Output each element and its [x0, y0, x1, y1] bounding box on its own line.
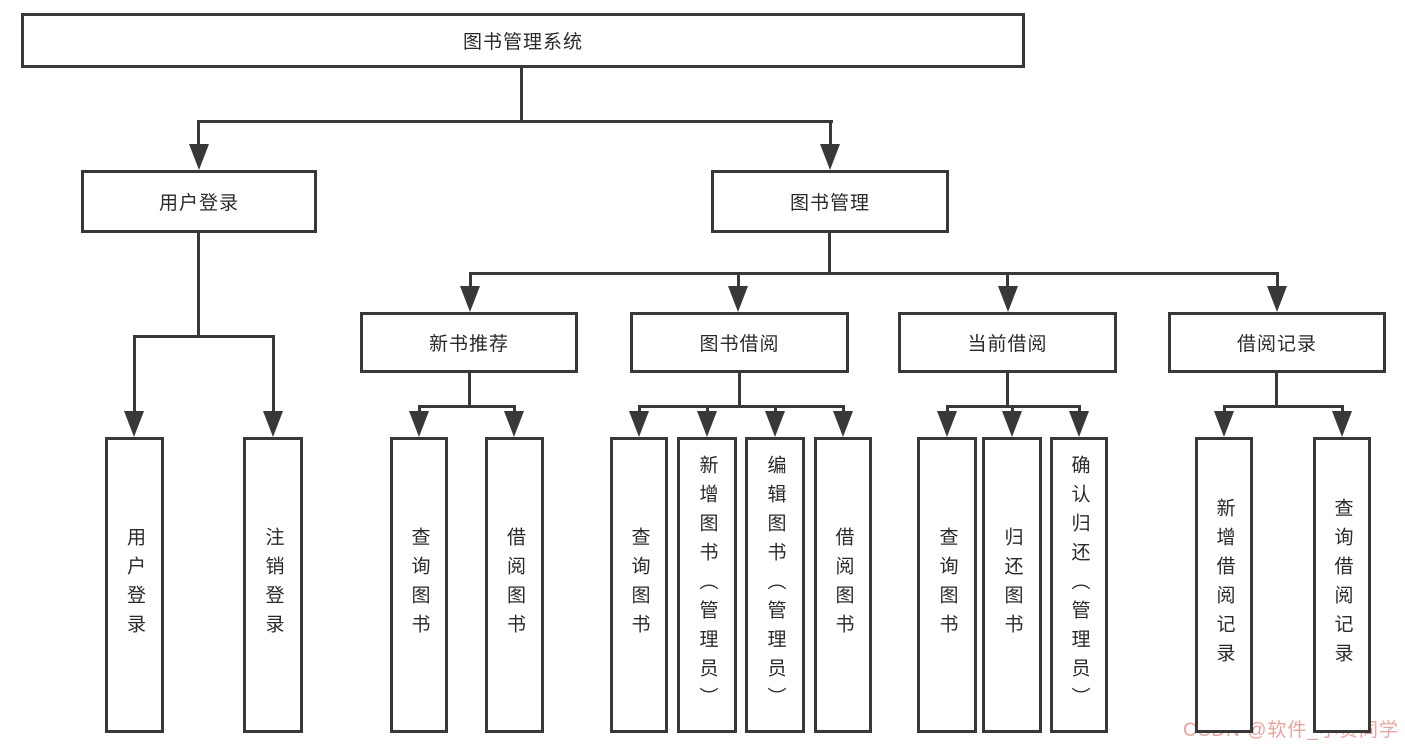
connector-line — [842, 405, 845, 415]
node-add-book-admin: 新增图书（管理员） — [677, 437, 737, 733]
connector-line — [419, 405, 516, 408]
connector-line — [774, 405, 777, 415]
connector-line — [469, 272, 472, 288]
node-label: 查询图书 — [936, 527, 958, 643]
connector-line — [1011, 405, 1014, 415]
node-label: 新书推荐 — [428, 334, 509, 355]
node-label: 查询图书 — [408, 527, 430, 643]
connector-line — [829, 120, 832, 146]
node-label: 查询借阅记录 — [1331, 498, 1353, 672]
node-label: 编辑图书（管理员） — [764, 454, 786, 716]
connector-line — [1006, 272, 1009, 288]
node-borrow-records: 借阅记录 — [1168, 312, 1386, 373]
arrowhead-down-icon — [937, 411, 957, 437]
node-query-book-1: 查询图书 — [390, 437, 448, 733]
connector-line — [706, 405, 709, 415]
connector-line — [1275, 373, 1278, 405]
arrowhead-down-icon — [1267, 286, 1287, 312]
arrowhead-down-icon — [263, 411, 283, 437]
arrowhead-down-icon — [1214, 411, 1234, 437]
node-label: 确认归还（管理员） — [1068, 454, 1090, 716]
node-query-borrow-record: 查询借阅记录 — [1313, 437, 1371, 733]
arrowhead-down-icon — [998, 286, 1018, 312]
arrowhead-down-icon — [728, 286, 748, 312]
node-add-borrow-record: 新增借阅记录 — [1195, 437, 1253, 733]
node-label: 借阅图书 — [832, 527, 854, 643]
connector-line — [468, 373, 471, 405]
connector-line — [197, 120, 200, 146]
arrowhead-down-icon — [460, 286, 480, 312]
connector-line — [1341, 405, 1344, 415]
connector-line — [946, 405, 949, 415]
node-label: 查询图书 — [628, 527, 650, 643]
node-label: 图书管理 — [789, 193, 870, 214]
arrowhead-down-icon — [504, 411, 524, 437]
node-user-login: 用户登录 — [81, 170, 317, 233]
node-root: 图书管理系统 — [21, 13, 1025, 68]
arrowhead-down-icon — [1002, 411, 1022, 437]
node-query-book-3: 查询图书 — [917, 437, 977, 733]
connector-line — [1224, 405, 1342, 408]
connector-line — [520, 68, 523, 120]
node-borrow-book-1: 借阅图书 — [485, 437, 544, 733]
arrowhead-down-icon — [1069, 411, 1089, 437]
node-label: 当前借阅 — [967, 334, 1048, 355]
arrowhead-down-icon — [629, 411, 649, 437]
connector-line — [418, 405, 421, 415]
node-query-book-2: 查询图书 — [610, 437, 668, 733]
node-label: 借阅图书 — [504, 527, 525, 643]
node-label: 新增图书（管理员） — [696, 454, 718, 716]
arrowhead-down-icon — [833, 411, 853, 437]
connector-line — [737, 272, 740, 288]
arrowhead-down-icon — [820, 144, 840, 170]
node-label: 图书借阅 — [699, 334, 780, 355]
connector-line — [828, 233, 831, 272]
connector-line — [133, 335, 275, 338]
node-return-book: 归还图书 — [982, 437, 1042, 733]
node-user-login-leaf: 用户登录 — [105, 437, 164, 733]
node-new-book-recommend: 新书推荐 — [360, 312, 578, 373]
node-logout-leaf: 注销登录 — [243, 437, 303, 733]
connector-line — [1223, 405, 1226, 415]
connector-line — [272, 335, 275, 413]
connector-line — [197, 233, 200, 335]
connector-line — [738, 373, 741, 405]
connector-line — [197, 120, 833, 123]
node-label: 图书管理系统 — [462, 32, 583, 53]
node-label: 新增借阅记录 — [1213, 498, 1235, 672]
node-book-management: 图书管理 — [711, 170, 949, 233]
arrowhead-down-icon — [765, 411, 785, 437]
arrowhead-down-icon — [189, 144, 209, 170]
node-edit-book-admin: 编辑图书（管理员） — [745, 437, 805, 733]
arrowhead-down-icon — [124, 411, 144, 437]
node-current-borrow: 当前借阅 — [898, 312, 1117, 373]
arrowhead-down-icon — [409, 411, 429, 437]
connector-line — [470, 272, 1278, 275]
connector-line — [1006, 373, 1009, 405]
node-label: 借阅记录 — [1236, 334, 1317, 355]
node-book-borrow: 图书借阅 — [630, 312, 849, 373]
node-label: 用户登录 — [124, 527, 145, 643]
connector-line — [513, 405, 516, 415]
node-label: 用户登录 — [158, 193, 239, 214]
arrowhead-down-icon — [697, 411, 717, 437]
connector-line — [1078, 405, 1081, 415]
node-confirm-return: 确认归还（管理员） — [1050, 437, 1108, 733]
arrowhead-down-icon — [1332, 411, 1352, 437]
node-label: 注销登录 — [262, 527, 284, 643]
connector-line — [133, 335, 136, 413]
connector-line — [1276, 272, 1279, 288]
node-label: 归还图书 — [1001, 527, 1023, 643]
connector-line — [638, 405, 641, 415]
node-borrow-book-2: 借阅图书 — [814, 437, 872, 733]
connector-line — [639, 405, 844, 408]
